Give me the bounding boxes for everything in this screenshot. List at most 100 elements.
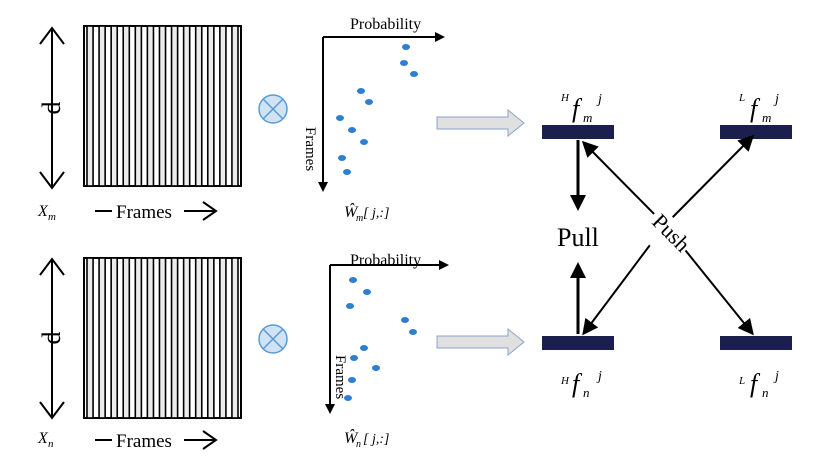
- probability-dot: [402, 44, 410, 50]
- push-arrows: [581, 134, 755, 336]
- frame-stripe: [170, 257, 179, 419]
- weight-plot-n: Probability Frames Ŵ n [ j,:]: [325, 252, 449, 450]
- svg-text:f: f: [750, 94, 761, 123]
- svg-text:X: X: [37, 430, 49, 447]
- frames-label-m: Frames: [116, 202, 172, 223]
- frames-axis-m: Frames: [95, 201, 218, 223]
- svg-text:j: j: [773, 369, 779, 384]
- frame-stripe: [134, 25, 143, 187]
- probability-dot: [348, 127, 356, 133]
- svg-text:j: j: [596, 92, 602, 107]
- probability-dot: [344, 395, 352, 401]
- input-symbol-m: X m: [37, 203, 56, 223]
- frame-stripe: [219, 257, 227, 419]
- probability-dots-m: [336, 44, 418, 175]
- frame-stripe: [110, 25, 119, 187]
- frame-stripe: [86, 257, 94, 419]
- probability-dot: [372, 365, 380, 371]
- probability-dot: [400, 60, 408, 66]
- flow-arrow-m: [436, 108, 525, 138]
- feature-low-m: L f m j: [720, 92, 792, 139]
- frame-stripe: [182, 25, 191, 187]
- svg-text:f: f: [572, 94, 583, 123]
- frame-stripe: [219, 25, 227, 187]
- svg-text:n: n: [583, 385, 590, 400]
- probability-dot: [336, 115, 344, 121]
- frame-stripe: [122, 25, 131, 187]
- frame-stripe: [231, 257, 239, 419]
- probability-dots-n: [344, 277, 417, 401]
- probability-dot: [360, 139, 368, 145]
- probability-dot: [409, 329, 417, 335]
- svg-text:L: L: [738, 92, 745, 104]
- probability-dot: [343, 169, 351, 175]
- svg-text:j: j: [596, 369, 602, 384]
- dimension-arrow-n: d: [37, 257, 66, 420]
- input-symbol-n: X n: [37, 430, 54, 450]
- feature-high-m: H f m j: [542, 92, 614, 139]
- frame-stripe: [122, 257, 131, 419]
- feature-low-n: L f n j: [720, 336, 792, 400]
- probability-dot: [357, 88, 365, 94]
- frame-stripe: [194, 257, 203, 419]
- svg-text:j: j: [773, 92, 779, 107]
- frame-stripe: [170, 25, 179, 187]
- probability-dot: [348, 377, 356, 383]
- frame-stripe: [206, 25, 215, 187]
- frame-stripe: [110, 257, 119, 419]
- dimension-label-m: d: [37, 102, 66, 115]
- frame-stripe: [182, 257, 191, 419]
- multiply-operator-n: [258, 324, 288, 354]
- svg-text:n: n: [356, 439, 361, 450]
- multiply-operator-m: [258, 94, 288, 124]
- svg-text:m: m: [48, 211, 56, 223]
- plot-x-label-n: Probability: [350, 252, 421, 269]
- dimension-arrow-m: d: [37, 26, 66, 190]
- svg-text:[ j,:]: [ j,:]: [363, 206, 389, 221]
- plot-caption-m: Ŵ m [ j,:]: [344, 202, 389, 224]
- probability-dot: [401, 317, 409, 323]
- row-m: d X m Frames Probability: [37, 16, 525, 224]
- svg-text:n: n: [48, 438, 54, 450]
- frame-stripe: [86, 25, 94, 187]
- plot-x-label-m: Probability: [350, 16, 421, 33]
- svg-text:Ŵ: Ŵ: [344, 428, 359, 447]
- frame-stripe: [158, 25, 167, 187]
- svg-text:[ j,:]: [ j,:]: [363, 432, 389, 447]
- frame-stripe: [231, 25, 239, 187]
- frame-stripe: [98, 257, 106, 419]
- frame-stripe: [98, 25, 106, 187]
- svg-text:f: f: [572, 369, 583, 398]
- svg-text:f: f: [750, 369, 761, 398]
- frame-stripe: [194, 25, 203, 187]
- probability-dot: [338, 155, 346, 161]
- weight-plot-m: Probability Frames Ŵ m [ j,:]: [302, 16, 445, 224]
- frame-matrix-m: [83, 25, 242, 187]
- probability-dot: [363, 289, 371, 295]
- probability-dot: [360, 345, 368, 351]
- frame-stripe: [206, 257, 215, 419]
- svg-text:H: H: [560, 375, 570, 387]
- svg-text:X: X: [37, 203, 49, 220]
- probability-dot: [365, 99, 373, 105]
- plot-y-label-m: Frames: [302, 127, 318, 171]
- flow-arrow-n: [436, 327, 525, 357]
- svg-text:H: H: [560, 92, 570, 104]
- probability-dot: [410, 71, 418, 77]
- svg-text:m: m: [583, 110, 592, 125]
- svg-text:m: m: [762, 110, 771, 125]
- feature-high-n: H f n j: [542, 336, 614, 400]
- frame-stripe: [158, 257, 167, 419]
- pull-label: Pull: [557, 223, 599, 252]
- probability-dot: [346, 303, 354, 309]
- frame-stripe: [146, 257, 155, 419]
- svg-text:L: L: [738, 375, 745, 387]
- svg-text:n: n: [762, 385, 769, 400]
- frame-matrix-n: [83, 257, 242, 419]
- probability-dot: [349, 277, 357, 283]
- dimension-label-n: d: [37, 332, 66, 345]
- plot-caption-n: Ŵ n [ j,:]: [344, 428, 389, 450]
- frames-label-n: Frames: [116, 431, 172, 452]
- frame-stripe: [134, 257, 143, 419]
